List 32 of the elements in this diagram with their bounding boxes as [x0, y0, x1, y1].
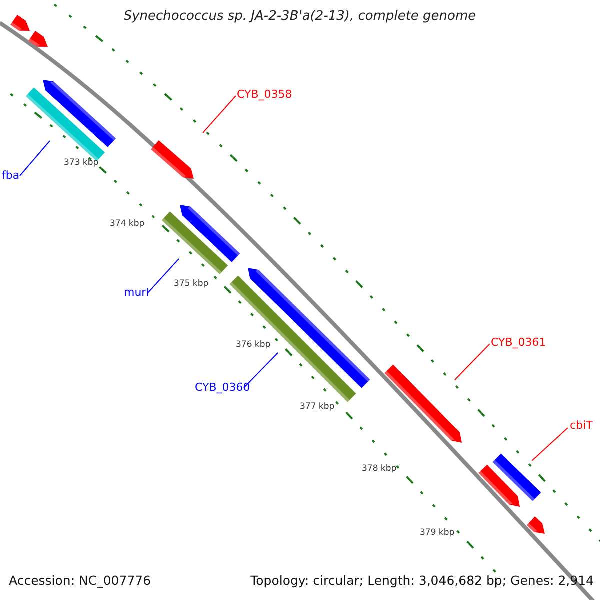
- scale-label: 376 kbp: [236, 340, 271, 350]
- gene-feature: [478, 464, 520, 507]
- footer-text: Accession: NC_007776: [9, 573, 152, 589]
- gene-feature: [492, 454, 542, 502]
- gene-feature: [162, 212, 228, 274]
- scale-label: 379 kbp: [420, 528, 455, 538]
- gene-feature: [28, 31, 48, 47]
- gene-label: cbiT: [570, 419, 593, 432]
- leader-line: [454, 344, 490, 380]
- gene-feature: [151, 140, 194, 179]
- leader-line: [532, 428, 568, 462]
- footer-text: Topology: circular; Length: 3,046,682 bp; Genes: 2,914: [250, 573, 594, 589]
- scale-label: 378 kbp: [362, 464, 397, 474]
- scale-label: 375 kbp: [174, 279, 209, 289]
- gene-label: fba: [2, 169, 20, 182]
- leader-line: [202, 96, 236, 134]
- leader-line: [244, 352, 278, 388]
- gene-label: CYB_0361: [491, 336, 546, 349]
- gene-label: murI: [124, 286, 150, 299]
- gene-feature: [43, 80, 116, 148]
- scale-label: 373 kbp: [64, 158, 99, 168]
- leader-line: [148, 258, 180, 294]
- gene-feature: [384, 364, 462, 443]
- gene-feature: [526, 516, 545, 534]
- gene-label: CYB_0358: [237, 88, 292, 101]
- title: Synechococcus sp. JA-2-3B'a(2-13), complete genome: [122, 9, 478, 24]
- gene-feature: [180, 205, 240, 262]
- gene-label: CYB_0360: [195, 381, 250, 394]
- scale-label: 377 kbp: [300, 402, 335, 412]
- leader-line: [20, 140, 50, 176]
- gene-feature: [10, 15, 30, 31]
- scale-label: 374 kbp: [110, 219, 145, 229]
